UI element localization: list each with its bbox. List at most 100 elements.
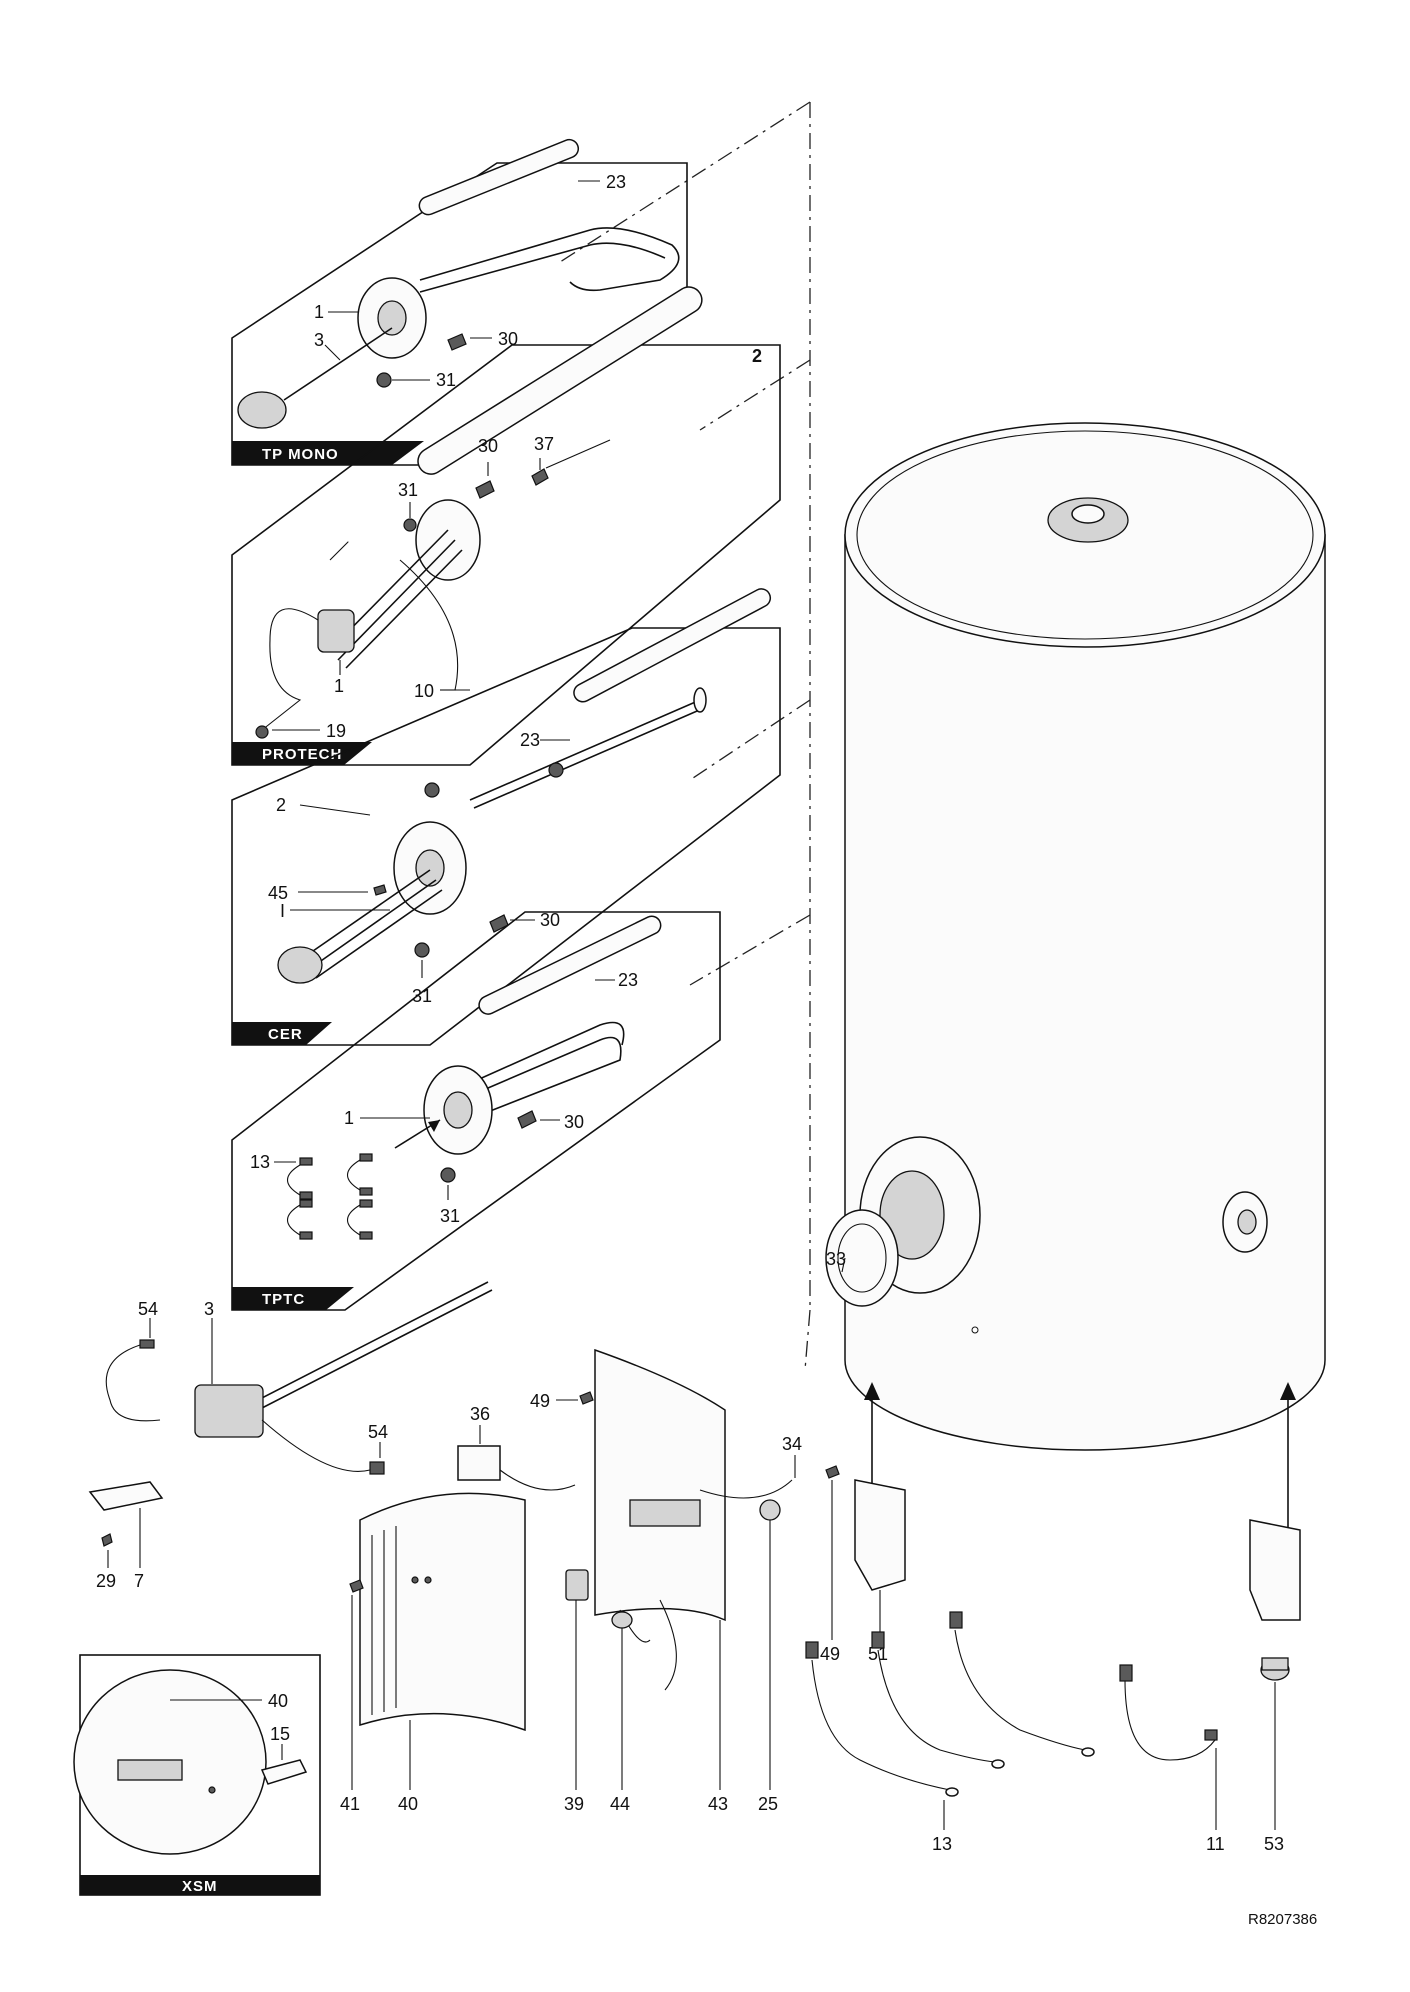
screw-30 — [489, 914, 509, 933]
panel-tag-text: TP MONO — [262, 446, 339, 463]
label-31: 31 — [436, 370, 456, 390]
flange-hub — [415, 849, 445, 887]
thermostat-rod-3 — [283, 327, 393, 401]
connector-54 — [369, 1461, 385, 1475]
wire-13a — [811, 1659, 951, 1791]
label-23: 23 — [606, 172, 626, 192]
label-23: 23 — [618, 970, 638, 990]
label-33: 33 — [826, 1249, 846, 1269]
support-rod — [469, 699, 705, 809]
plug-53-head — [1261, 1657, 1289, 1671]
panel-tp-mono: TP MONO 23 1 3 30 31 — [231, 138, 688, 466]
board-36 — [457, 1445, 501, 1481]
nut-31 — [440, 1167, 456, 1183]
cover-indicator — [424, 1576, 432, 1584]
label-34: 34 — [782, 1434, 802, 1454]
terminal-block — [629, 1499, 701, 1527]
label-3: 3 — [314, 330, 324, 350]
grommet-44 — [611, 1611, 633, 1629]
gasket-inner — [837, 1223, 887, 1293]
assembly-axis-lines — [559, 101, 811, 1371]
label-19: 19 — [326, 721, 346, 741]
screw-30 — [517, 1110, 537, 1129]
anode-23 — [478, 915, 662, 1015]
axis-line-lower — [804, 1309, 811, 1371]
leader-2 — [299, 804, 371, 816]
thermostat-assembly: 54 3 54 29 7 — [88, 1281, 493, 1591]
wire-19 — [261, 608, 319, 731]
cover-indicator — [411, 1576, 419, 1584]
panel-tag-text: PROTECH — [262, 746, 342, 763]
lug — [359, 1199, 373, 1208]
wire-lead — [329, 541, 349, 561]
wiring-loops-13 — [286, 1159, 361, 1236]
terminal-lugs — [299, 1153, 373, 1240]
heating-loop — [419, 227, 680, 292]
label-40: 40 — [398, 1794, 418, 1814]
axis-line-tptc — [689, 914, 811, 986]
panel-tag-bg — [80, 1875, 320, 1895]
nut-small — [424, 782, 440, 798]
panel-protech: PROTECH 2 30 37 31 1 10 19 — [231, 286, 781, 766]
anode-23 — [573, 588, 772, 703]
panel-tag-text: CER — [268, 1026, 303, 1043]
bracket-7 — [88, 1481, 164, 1511]
label-37: 37 — [534, 434, 554, 454]
foot-right — [1249, 1519, 1301, 1621]
label-10: 10 — [414, 681, 434, 701]
label-44: 44 — [610, 1794, 630, 1814]
label-31: 31 — [440, 1206, 460, 1226]
flange-hub — [443, 1091, 473, 1129]
part-39 — [565, 1569, 589, 1601]
flange — [415, 499, 481, 581]
terminal-11 — [1204, 1729, 1218, 1741]
rod-end — [693, 687, 707, 713]
wire-11 — [1124, 1679, 1216, 1761]
cover-window — [117, 1759, 183, 1781]
thermostat-rod — [257, 1281, 493, 1409]
wire-loop-54 — [105, 1344, 161, 1422]
wire-10 — [399, 559, 470, 691]
side-port-core — [1237, 1209, 1257, 1235]
label-13: 13 — [932, 1834, 952, 1854]
label-1: 1 — [334, 676, 344, 696]
nut-31 — [403, 518, 417, 532]
label-1: 1 — [344, 1108, 354, 1128]
connector-13b — [871, 1631, 885, 1649]
leader-3 — [324, 344, 341, 361]
screw-30 — [475, 480, 495, 499]
screw-29 — [101, 1533, 113, 1547]
connector-11 — [1119, 1664, 1133, 1682]
panel-tag-bg — [232, 742, 372, 765]
label-7: 7 — [134, 1571, 144, 1591]
lug — [359, 1153, 373, 1162]
cover-40 — [359, 1492, 526, 1732]
label-3: 3 — [204, 1299, 214, 1319]
leader-33 — [841, 1257, 846, 1273]
lug — [299, 1191, 313, 1200]
lug — [299, 1199, 313, 1208]
top-fitting-cap — [1071, 504, 1105, 524]
axis-line-protech — [699, 359, 811, 431]
cover-indicator — [208, 1786, 216, 1794]
sensor-37 — [531, 468, 549, 486]
label-13: 13 — [250, 1152, 270, 1172]
label-25: 25 — [758, 1794, 778, 1814]
label-43: 43 — [708, 1794, 728, 1814]
arrow-head — [428, 1120, 440, 1132]
water-heater-tank: 33 — [825, 422, 1326, 1621]
flange-hub — [377, 300, 407, 336]
axis-line-cer — [689, 699, 811, 781]
wiring-harnesses: 13 11 53 — [805, 1611, 1290, 1854]
label-39: 39 — [564, 1794, 584, 1814]
panel-tptc: TPTC 23 1 30 13 — [231, 911, 721, 1311]
grommet-25 — [759, 1499, 781, 1521]
lug — [359, 1231, 373, 1240]
label-41: 41 — [340, 1794, 360, 1814]
element-head — [277, 946, 323, 984]
label-2: 2 — [276, 795, 286, 815]
label-54a: 54 — [138, 1299, 158, 1319]
label-30: 30 — [498, 329, 518, 349]
label-54b: 54 — [368, 1422, 388, 1442]
